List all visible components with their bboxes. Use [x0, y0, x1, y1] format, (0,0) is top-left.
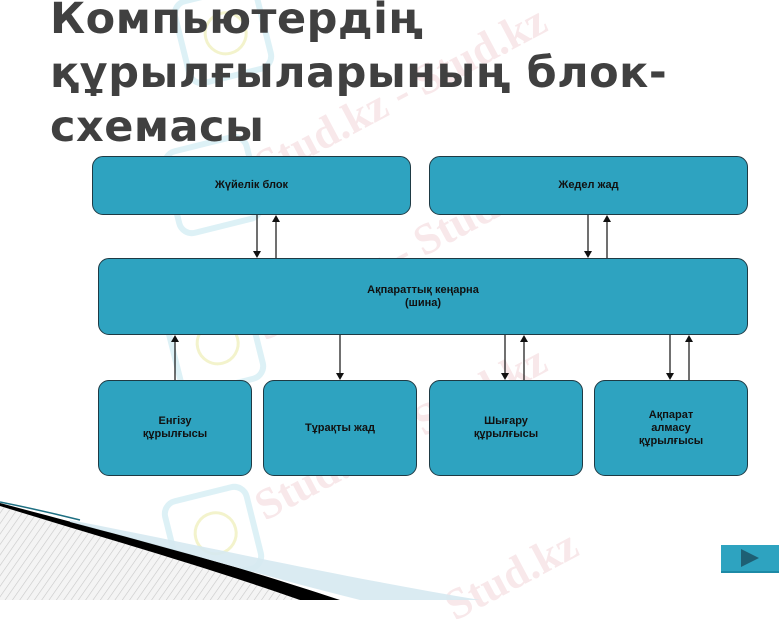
system-block-box: Жүйелік блок — [92, 156, 411, 215]
rom-box: Тұрақты жад — [263, 380, 417, 476]
exchange-device-label: Ақпарат алмасу құрылғысы — [638, 408, 704, 447]
output-device-label: Шығару құрылғысы — [473, 415, 539, 440]
ram-label: Жедел жад — [558, 179, 619, 191]
system-block-label: Жүйелік блок — [214, 179, 289, 191]
bus-label: Ақпараттық кеңарна (шина) — [367, 283, 479, 309]
input-device-label: Енгізу құрылғысы — [142, 415, 208, 440]
ram-box: Жедел жад — [429, 156, 748, 215]
play-triangle-icon — [741, 549, 759, 567]
connector-arrows — [171, 215, 693, 380]
decorative-swoosh — [0, 501, 480, 600]
rom-label: Тұрақты жад — [304, 421, 376, 434]
slide-title: Компьютердің құрылғыларының блок-схемасы — [50, 0, 668, 152]
exchange-device-box: Ақпарат алмасу құрылғысы — [594, 380, 748, 476]
bus-box: Ақпараттық кеңарна (шина) — [98, 258, 748, 335]
output-device-box: Шығару құрылғысы — [429, 380, 583, 476]
next-slide-button[interactable] — [721, 545, 779, 573]
input-device-box: Енгізу құрылғысы — [98, 380, 252, 476]
